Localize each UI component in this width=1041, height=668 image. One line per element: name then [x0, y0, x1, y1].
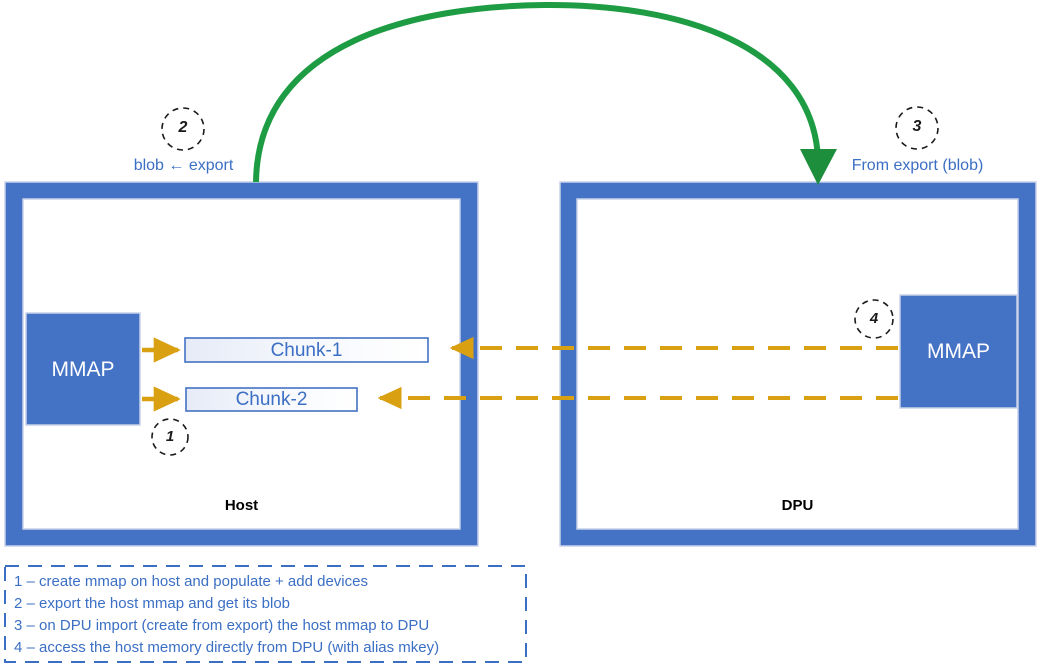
legend-box	[4, 565, 527, 663]
marker-circle-4	[854, 299, 894, 339]
legend-item: 2 – export the host mmap and get its blo…	[14, 595, 290, 612]
marker-circle-1	[151, 418, 189, 456]
green-arc-path	[253, 1, 821, 183]
chunk-2-rect	[185, 387, 358, 412]
marker-4-number: 4	[869, 310, 879, 327]
mmap-to-chunk-arrows	[142, 337, 181, 412]
chunk-2-label: Chunk-2	[235, 389, 308, 410]
dpu-to-chunk-dashed-lines	[377, 336, 898, 410]
import-annotation-label: From export (blob)	[851, 157, 984, 174]
marker-circle-2	[161, 107, 205, 151]
export-annotation-label: blob ← export	[133, 157, 234, 174]
legend-item: 3 – on DPU import (create from export) t…	[14, 617, 430, 634]
panel-dpu-label: DPU	[781, 497, 814, 514]
chunk-1-label: Chunk-1	[270, 340, 343, 361]
legend-item: 1 – create mmap on host and populate + a…	[14, 573, 368, 590]
marker-circle-3	[895, 106, 939, 150]
marker-1-circle	[151, 418, 189, 456]
export-import-green-arrow	[253, 1, 837, 185]
marker-3-number: 3	[912, 118, 922, 135]
green-arrow-head	[800, 149, 837, 185]
marker-2-circle	[161, 107, 205, 151]
host-mmap-label: MMAP	[51, 358, 115, 381]
legend-list: 1 – create mmap on host and populate + a…	[14, 571, 519, 659]
panel-host-label: Host	[224, 497, 259, 514]
marker-2-number: 2	[178, 119, 188, 136]
dpu-mmap-label: MMAP	[927, 340, 990, 363]
chunk-1-rect	[184, 337, 429, 363]
panel-host	[4, 181, 479, 547]
chunk-1-box	[184, 337, 429, 363]
marker-3-circle	[895, 106, 939, 150]
chunk-2-box	[185, 387, 358, 412]
marker-4-circle	[854, 299, 894, 339]
dpu-mmap-block	[899, 294, 1018, 409]
marker-1-number: 1	[165, 428, 175, 445]
host-mmap-block	[25, 312, 141, 426]
legend-item: 4 – access the host memory directly from…	[14, 639, 440, 656]
